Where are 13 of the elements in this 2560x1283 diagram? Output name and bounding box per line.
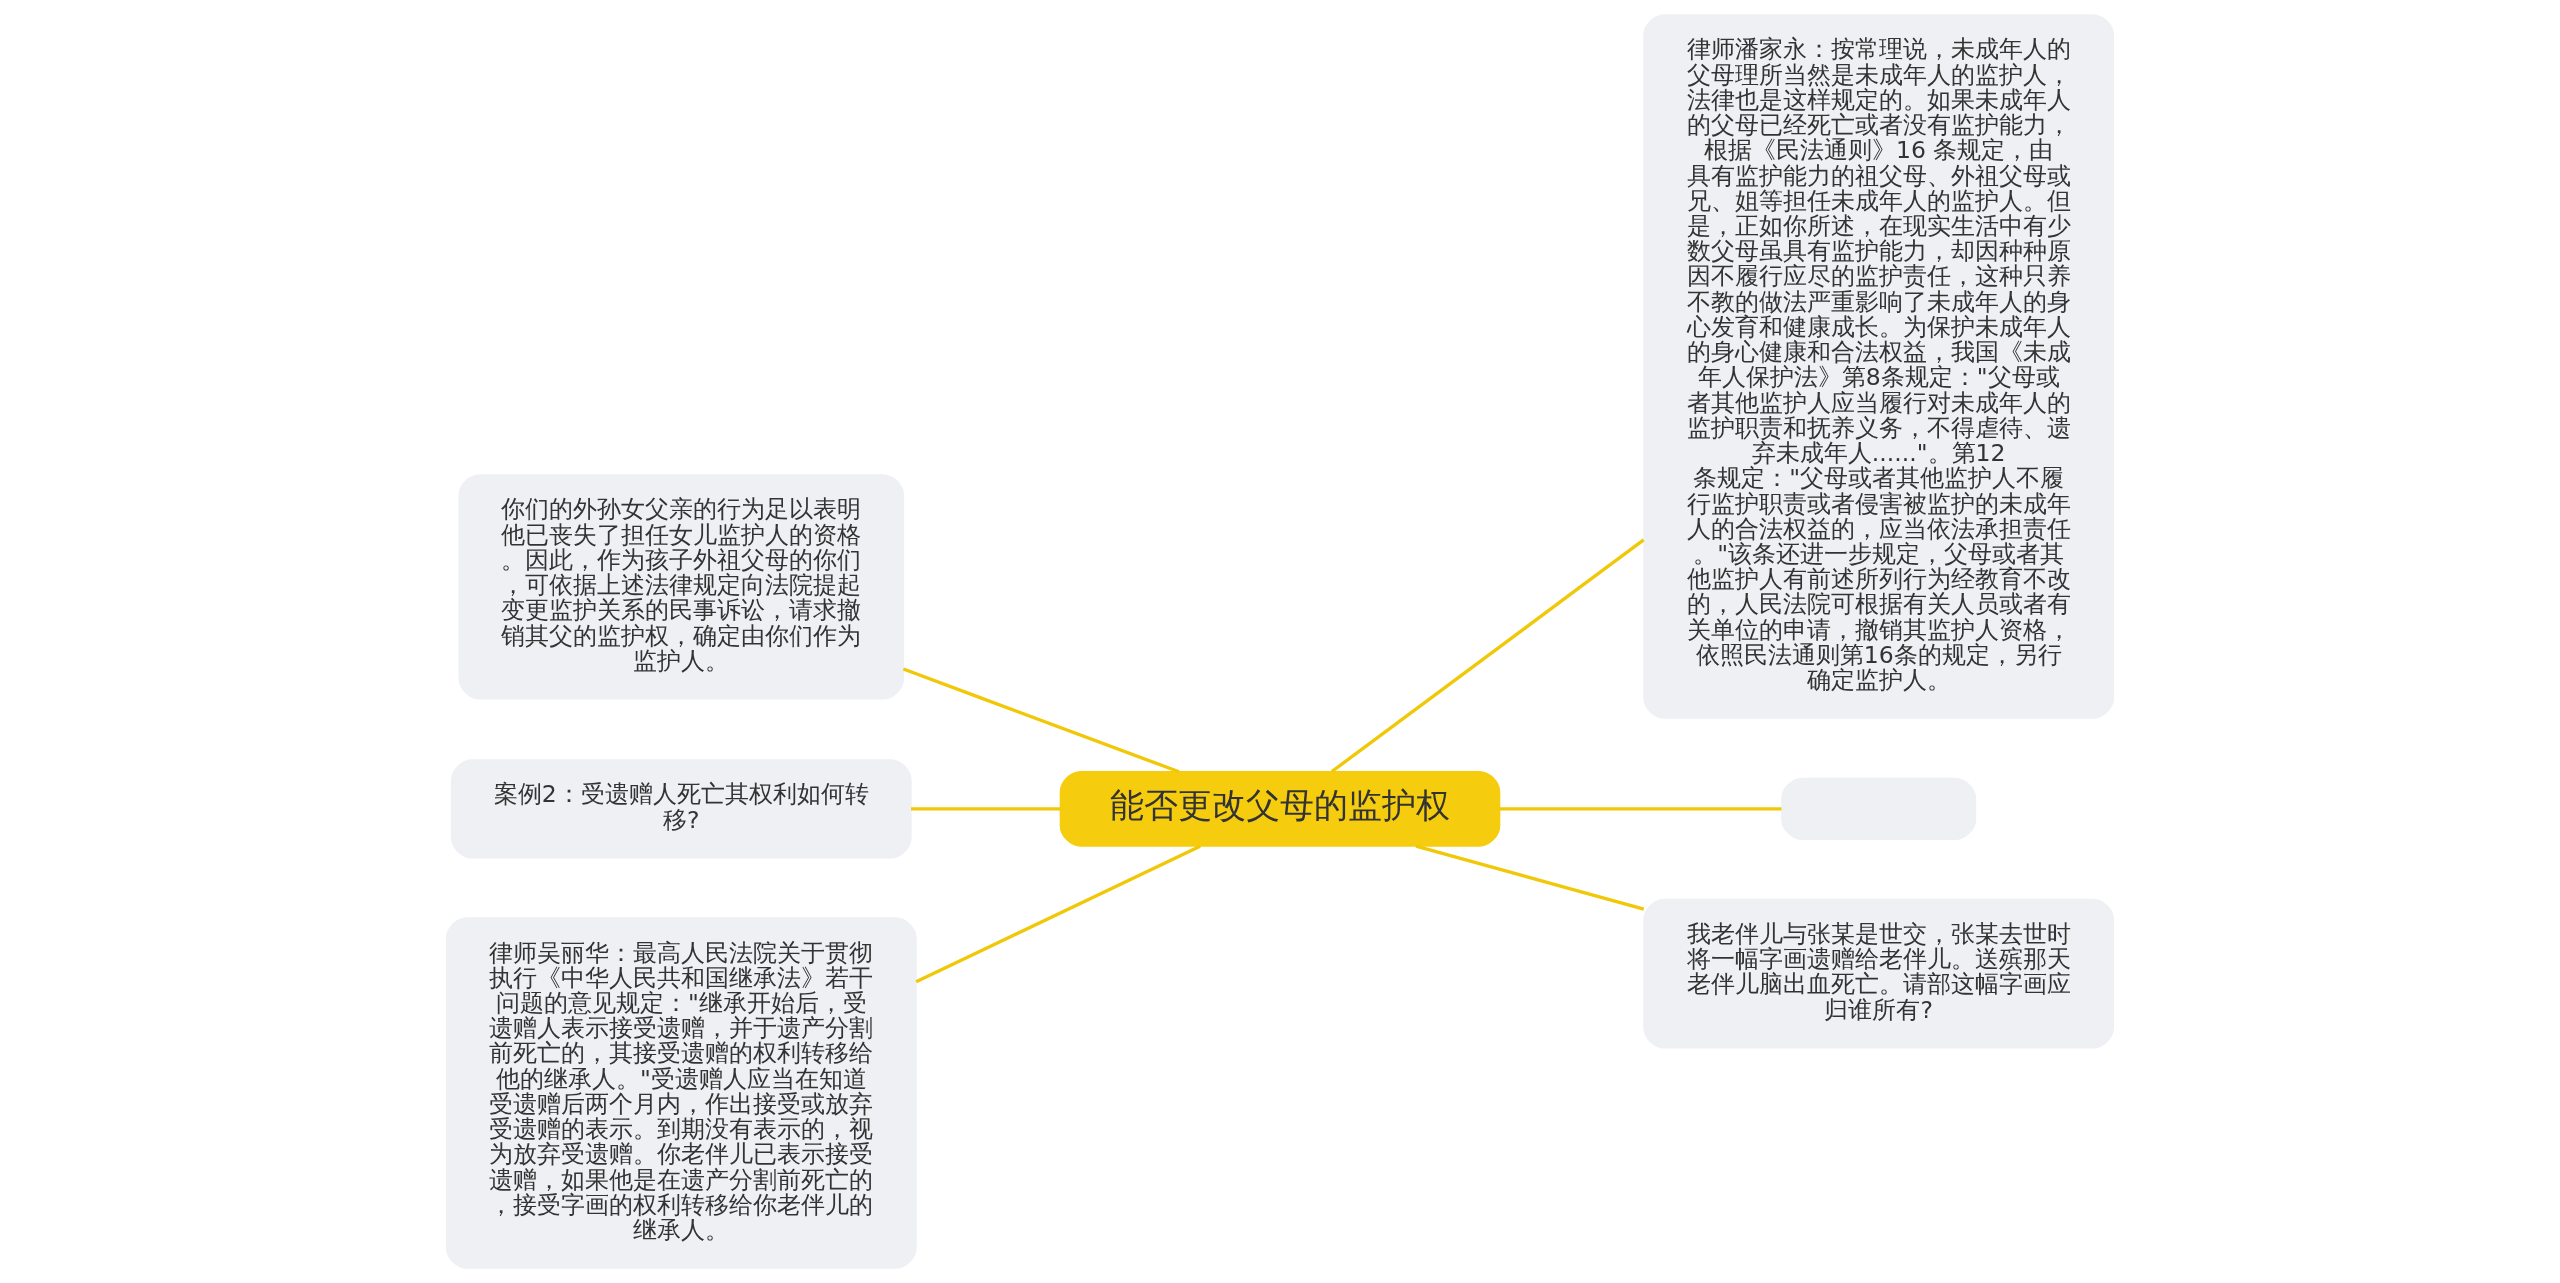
connector xyxy=(911,807,1061,811)
node-box: 能否更改父母的监护权 xyxy=(1059,771,1501,847)
node-box: 我老伴儿与张某是世交，张某去世时将一幅字画遗赠给老伴儿。送殡那天老伴儿脑出血死亡。请部这幅字画应归谁所有? xyxy=(1643,898,2115,1049)
connector xyxy=(1415,844,1645,911)
node-box: 律师吴丽华：最高人民法院关于贯彻执行《中华人民共和国继承法》若干问题的意见规定："继承开始后，受遗赠人表示接受遗赠，并于遗产分割前死亡的，其接受遗赠的权利转移给他的继承人。"受遗赠人应当在知道受遗赠后两个月内，作出接受或放弃受遗赠的表示。到期没有表示的，视为放弃受遗赠。你老伴儿已表示接受遗赠，如果他是在遗产分割前死亡的，接受字画的权利转移给你老伴儿的继承人。 xyxy=(445,917,917,1269)
connector xyxy=(915,844,1201,984)
connector xyxy=(1499,807,1782,811)
connector xyxy=(1330,538,1645,773)
node-box: 案例2：受遗赠人死亡其权利如何转移? xyxy=(450,759,912,859)
node-box: 你们的外孙女父亲的行为足以表明他已丧失了担任女儿监护人的资格。因此，作为孩子外祖父母的你们，可依据上述法律规定向法院提起变更监护关系的民事诉讼，请求撤销其父的监护权，确定由你们作为监护人。 xyxy=(458,474,905,700)
node-box xyxy=(1781,777,1977,840)
node-box: 律师潘家永：按常理说，未成年人的父母理所当然是未成年人的监护人，法律也是这样规定的。如果未成年人的父母已经死亡或者没有监护能力，根据《民法通则》16 条规定，由具有监护能力的祖父母、外祖父母或兄、姐等担任未成年人的监护人。但是，正如你所述，在现实生活中有少数父母虽具有监护能力，却因种种原因不履行应尽的监护责任，这种只养不教的做法严重影响了未成年人的身心发育和健康成长。为保护未成年人的身心健康和合法权益，我国《未成年人保护法》第8条规定："父母或者其他监护人应当履行对未成年人的监护职责和抚养义务，不得虐待、遗弃未成年人......"。第12条规定："父母或者其他监护人不履行监护职责或者侵害被监护的未成年人的合法权益的，应当依法承担责任。"该条还进一步规定，父母或者其他监护人有前述所列行为经教育不改的，人民法院可根据有关人员或者有关单位的申请，撤销其监护人资格，依照民法通则第16条的规定，另行确定监护人。 xyxy=(1643,14,2115,719)
connector xyxy=(902,667,1180,774)
